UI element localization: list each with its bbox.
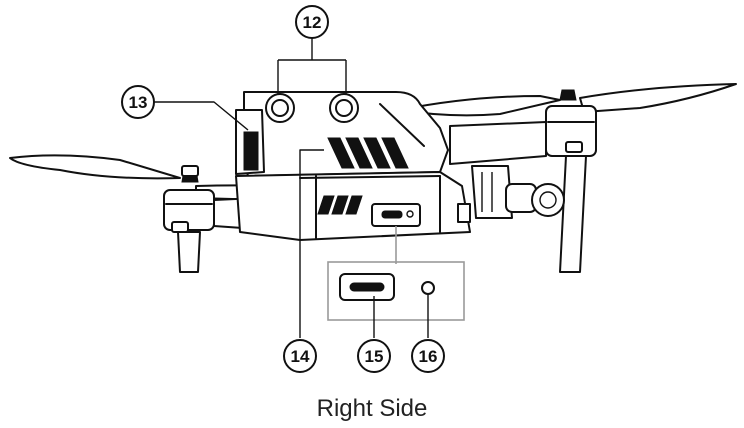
callout-16: 16 (411, 339, 445, 373)
callout-15: 15 (357, 339, 391, 373)
left-motor (163, 189, 215, 273)
right-propeller (399, 83, 737, 117)
leader-lines (154, 30, 429, 338)
right-rear-arm (449, 121, 547, 165)
air-vents (317, 137, 409, 215)
gimbal-camera (457, 165, 565, 223)
callout-12-label: 12 (303, 13, 322, 32)
lens-pair (265, 93, 359, 123)
port-inset (327, 226, 465, 321)
body-port-small (371, 203, 421, 227)
callout-13: 13 (121, 85, 155, 119)
diagram-caption: Right Side (317, 395, 428, 422)
callout-16-label: 16 (419, 347, 438, 366)
callout-14: 14 (283, 339, 317, 373)
callout-14-label: 14 (291, 347, 310, 366)
callout-13-label: 13 (129, 93, 148, 112)
callout-12: 12 (295, 5, 329, 39)
callout-15-label: 15 (365, 347, 384, 366)
